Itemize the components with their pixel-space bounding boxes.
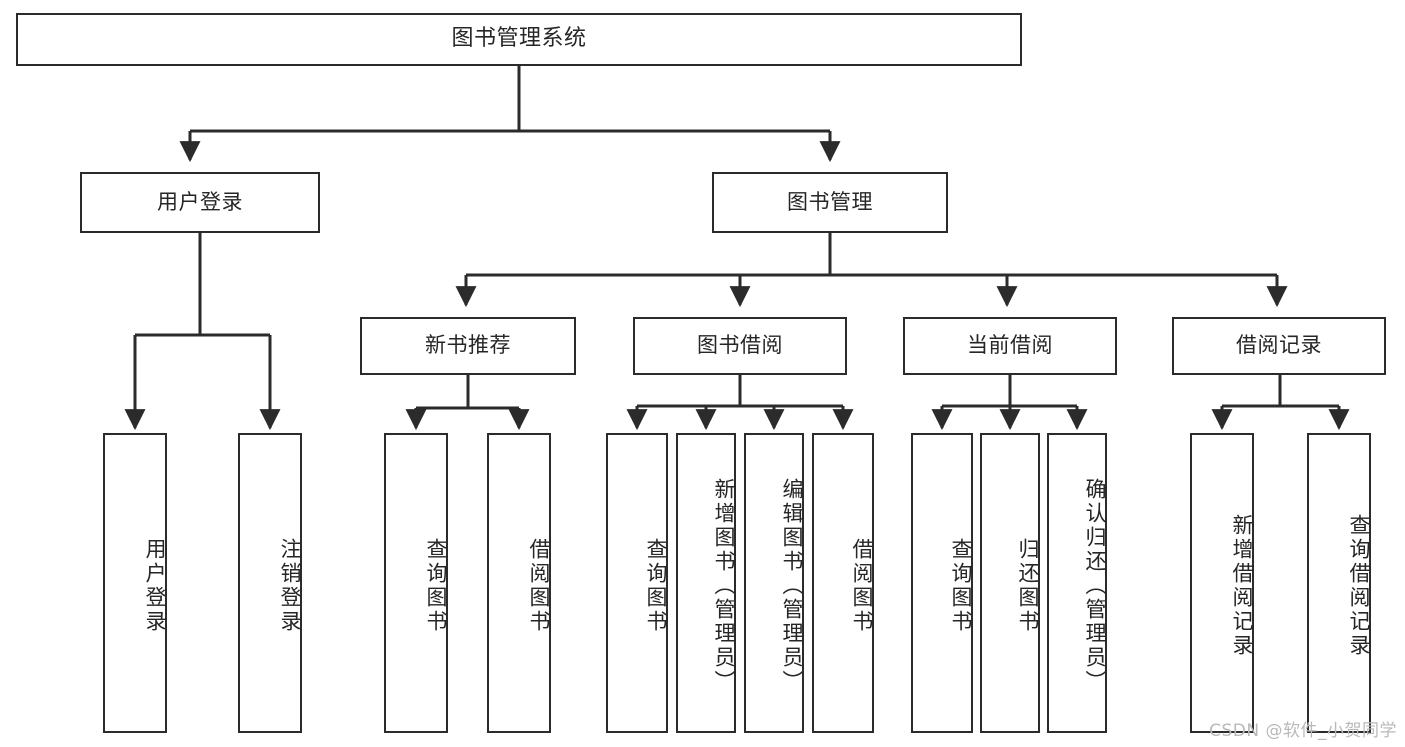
node-label: 借阅图书 xyxy=(850,538,874,634)
leaf-current-query-book[interactable]: 查询图书 xyxy=(911,433,973,733)
leaf-user-login-login[interactable]: 用户登录 xyxy=(103,433,167,733)
leaf-current-return-book[interactable]: 归还图书 xyxy=(980,433,1040,733)
node-label: 查询图书 xyxy=(949,538,973,634)
node-label: 编辑图书（管理员） xyxy=(780,478,804,694)
node-label: 查询借阅记录 xyxy=(1347,514,1371,658)
leaf-records-add-record[interactable]: 新增借阅记录 xyxy=(1190,433,1254,733)
node-book-management[interactable]: 图书管理 xyxy=(712,172,948,233)
leaf-borrow-borrow-book[interactable]: 借阅图书 xyxy=(812,433,874,733)
node-label: 用户登录 xyxy=(157,189,243,214)
node-label: 当前借阅 xyxy=(967,333,1053,358)
leaf-recommend-query-book[interactable]: 查询图书 xyxy=(384,433,448,733)
node-label: 图书管理系统 xyxy=(451,26,587,52)
leaf-borrow-add-book-admin[interactable]: 新增图书（管理员） xyxy=(676,433,736,733)
node-user-login[interactable]: 用户登录 xyxy=(80,172,320,233)
csdn-watermark: CSDN @软件_小贺同学 xyxy=(1209,721,1397,741)
leaf-recommend-borrow-book[interactable]: 借阅图书 xyxy=(487,433,551,733)
node-current-borrow[interactable]: 当前借阅 xyxy=(903,317,1117,375)
node-label: 新书推荐 xyxy=(425,333,511,358)
node-label: 图书管理 xyxy=(787,189,873,214)
node-label: 借阅记录 xyxy=(1236,333,1322,358)
node-borrow-records[interactable]: 借阅记录 xyxy=(1172,317,1386,375)
node-label: 确认归还（管理员） xyxy=(1083,478,1107,694)
node-label: 注销登录 xyxy=(278,538,302,634)
node-label: 查询图书 xyxy=(644,538,668,634)
node-label: 借阅图书 xyxy=(527,538,551,634)
node-root-book-management-system[interactable]: 图书管理系统 xyxy=(16,13,1022,66)
node-label: 归还图书 xyxy=(1016,538,1040,634)
leaf-current-confirm-return-admin[interactable]: 确认归还（管理员） xyxy=(1047,433,1107,733)
leaf-borrow-edit-book-admin[interactable]: 编辑图书（管理员） xyxy=(744,433,804,733)
leaf-records-query-record[interactable]: 查询借阅记录 xyxy=(1307,433,1371,733)
node-new-book-recommend[interactable]: 新书推荐 xyxy=(360,317,576,375)
node-book-borrow[interactable]: 图书借阅 xyxy=(633,317,847,375)
leaf-borrow-query-book[interactable]: 查询图书 xyxy=(606,433,668,733)
node-label: 用户登录 xyxy=(143,538,167,634)
node-label: 图书借阅 xyxy=(697,333,783,358)
node-label: 新增图书（管理员） xyxy=(712,478,736,694)
node-label: 查询图书 xyxy=(424,538,448,634)
leaf-user-login-logout[interactable]: 注销登录 xyxy=(238,433,302,733)
node-label: 新增借阅记录 xyxy=(1230,514,1254,658)
